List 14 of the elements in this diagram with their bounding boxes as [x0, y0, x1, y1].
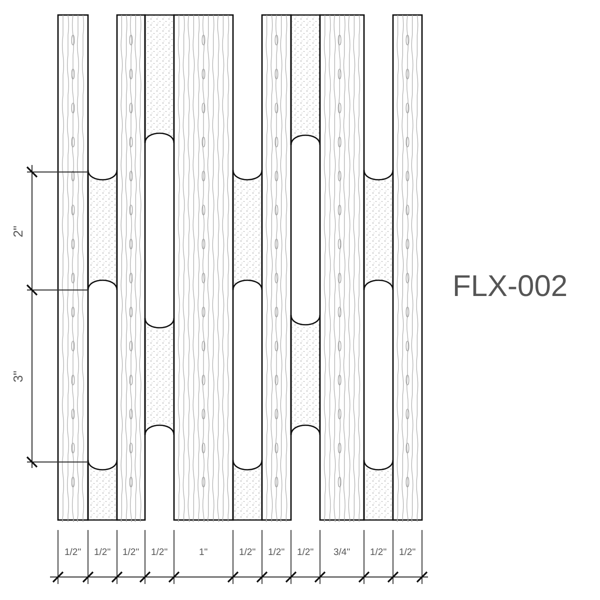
dimension-label: 1": [199, 548, 208, 558]
dimension-label: 3": [11, 370, 24, 382]
dimension-label: 1/2": [94, 548, 111, 558]
dimension-label: 1/2": [399, 548, 416, 558]
dimension-label: 2": [11, 225, 24, 237]
dimension-label: 1/2": [122, 548, 140, 558]
dimension-label: 1/2": [151, 548, 168, 558]
dimension-label: 1/2": [268, 548, 285, 558]
dimension-label: 1/2": [297, 548, 314, 558]
dimension-label: 3/4": [334, 548, 350, 558]
drawing-number: FLX-002: [452, 272, 568, 302]
dimension-label: 1/2": [370, 548, 387, 558]
dimension-label: 1/2": [64, 548, 82, 558]
dimension-label: 1/2": [239, 548, 256, 558]
